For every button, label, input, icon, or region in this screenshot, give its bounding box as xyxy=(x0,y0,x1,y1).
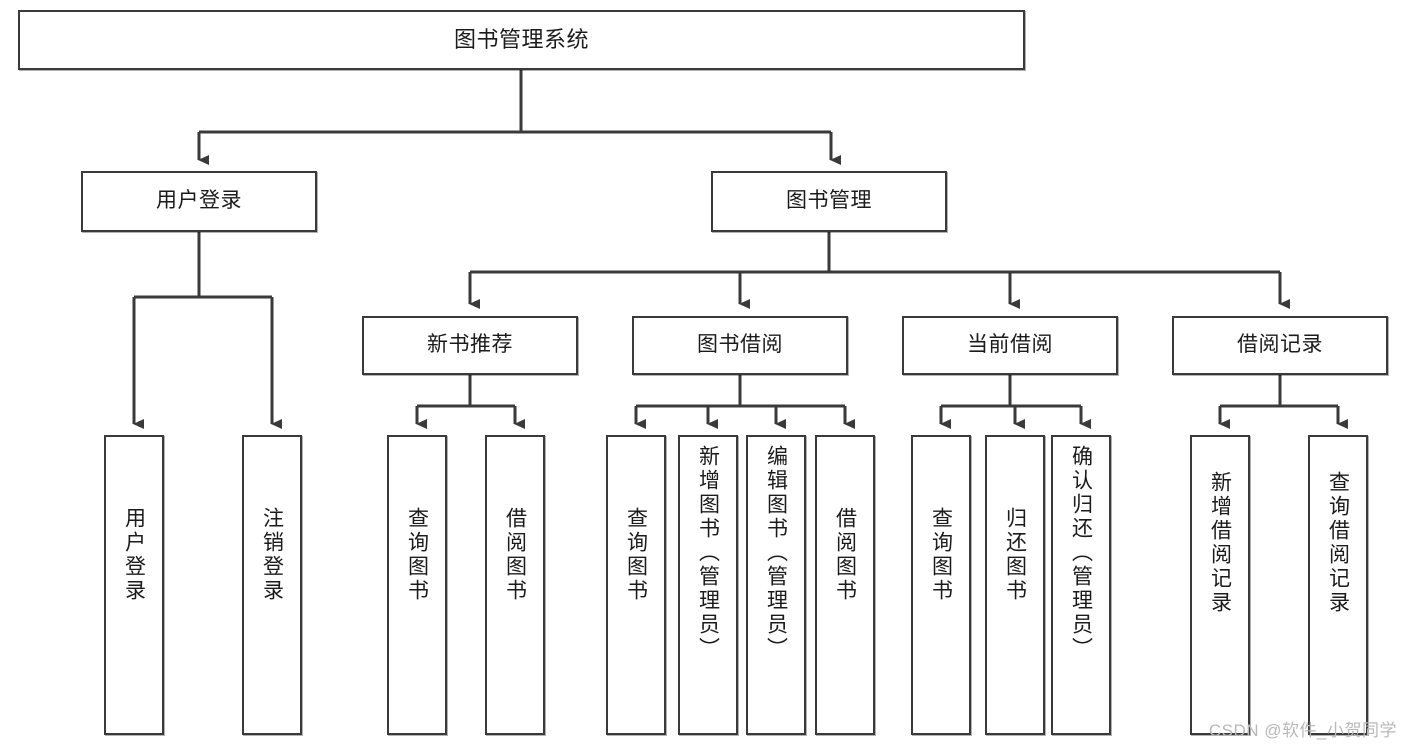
node-new-book-recommend[interactable]: 新书推荐 xyxy=(362,316,578,375)
node-new-book-recommend-label: 新书推荐 xyxy=(427,333,513,357)
node-leaf-query-book-2[interactable]: 查询图书 xyxy=(606,435,666,735)
node-leaf-confirm-return[interactable]: 确认归还（管理员） xyxy=(1051,435,1111,735)
node-current-borrow-label: 当前借阅 xyxy=(967,333,1053,357)
node-leaf-borrow-book-2[interactable]: 借阅图书 xyxy=(815,435,875,735)
csdn-watermark: CSDN @软件_小贺同学 xyxy=(1208,721,1397,740)
node-leaf-query-book-3[interactable]: 查询图书 xyxy=(911,435,971,735)
node-leaf-user-logout-label: 注销登录 xyxy=(260,507,284,603)
node-leaf-confirm-return-label: 确认归还（管理员） xyxy=(1069,445,1093,661)
node-leaf-edit-book[interactable]: 编辑图书（管理员） xyxy=(746,435,806,735)
node-leaf-query-book-3-label: 查询图书 xyxy=(929,507,953,603)
node-leaf-user-login[interactable]: 用户登录 xyxy=(104,435,164,735)
node-leaf-query-book-1-label: 查询图书 xyxy=(405,507,429,603)
node-root-label: 图书管理系统 xyxy=(453,27,589,53)
node-leaf-return-book[interactable]: 归还图书 xyxy=(985,435,1045,735)
node-leaf-borrow-book-1[interactable]: 借阅图书 xyxy=(485,435,545,735)
node-current-borrow[interactable]: 当前借阅 xyxy=(902,316,1118,375)
node-borrow-record[interactable]: 借阅记录 xyxy=(1172,316,1388,375)
node-borrow-record-label: 借阅记录 xyxy=(1237,333,1323,357)
node-leaf-edit-book-label: 编辑图书（管理员） xyxy=(764,445,788,661)
node-root[interactable]: 图书管理系统 xyxy=(18,10,1025,70)
node-leaf-return-book-label: 归还图书 xyxy=(1003,507,1027,603)
node-book-borrow-label: 图书借阅 xyxy=(697,333,783,357)
node-leaf-user-logout[interactable]: 注销登录 xyxy=(242,435,302,735)
node-user-login-label: 用户登录 xyxy=(156,189,242,213)
node-leaf-query-book-2-label: 查询图书 xyxy=(624,507,648,603)
node-leaf-borrow-book-2-label: 借阅图书 xyxy=(833,507,857,603)
node-book-manage[interactable]: 图书管理 xyxy=(711,171,947,232)
node-leaf-add-book-label: 新增图书（管理员） xyxy=(696,445,720,661)
node-leaf-add-record-label: 新增借阅记录 xyxy=(1208,471,1232,615)
node-leaf-query-book-1[interactable]: 查询图书 xyxy=(387,435,447,735)
node-user-login[interactable]: 用户登录 xyxy=(81,171,317,232)
node-book-manage-label: 图书管理 xyxy=(786,189,872,213)
node-leaf-add-book[interactable]: 新增图书（管理员） xyxy=(678,435,738,735)
node-leaf-user-login-label: 用户登录 xyxy=(122,507,146,603)
node-book-borrow[interactable]: 图书借阅 xyxy=(632,316,848,375)
node-leaf-add-record[interactable]: 新增借阅记录 xyxy=(1190,435,1250,735)
node-leaf-borrow-book-1-label: 借阅图书 xyxy=(503,507,527,603)
node-leaf-query-record-label: 查询借阅记录 xyxy=(1326,471,1350,615)
node-leaf-query-record[interactable]: 查询借阅记录 xyxy=(1308,435,1368,735)
